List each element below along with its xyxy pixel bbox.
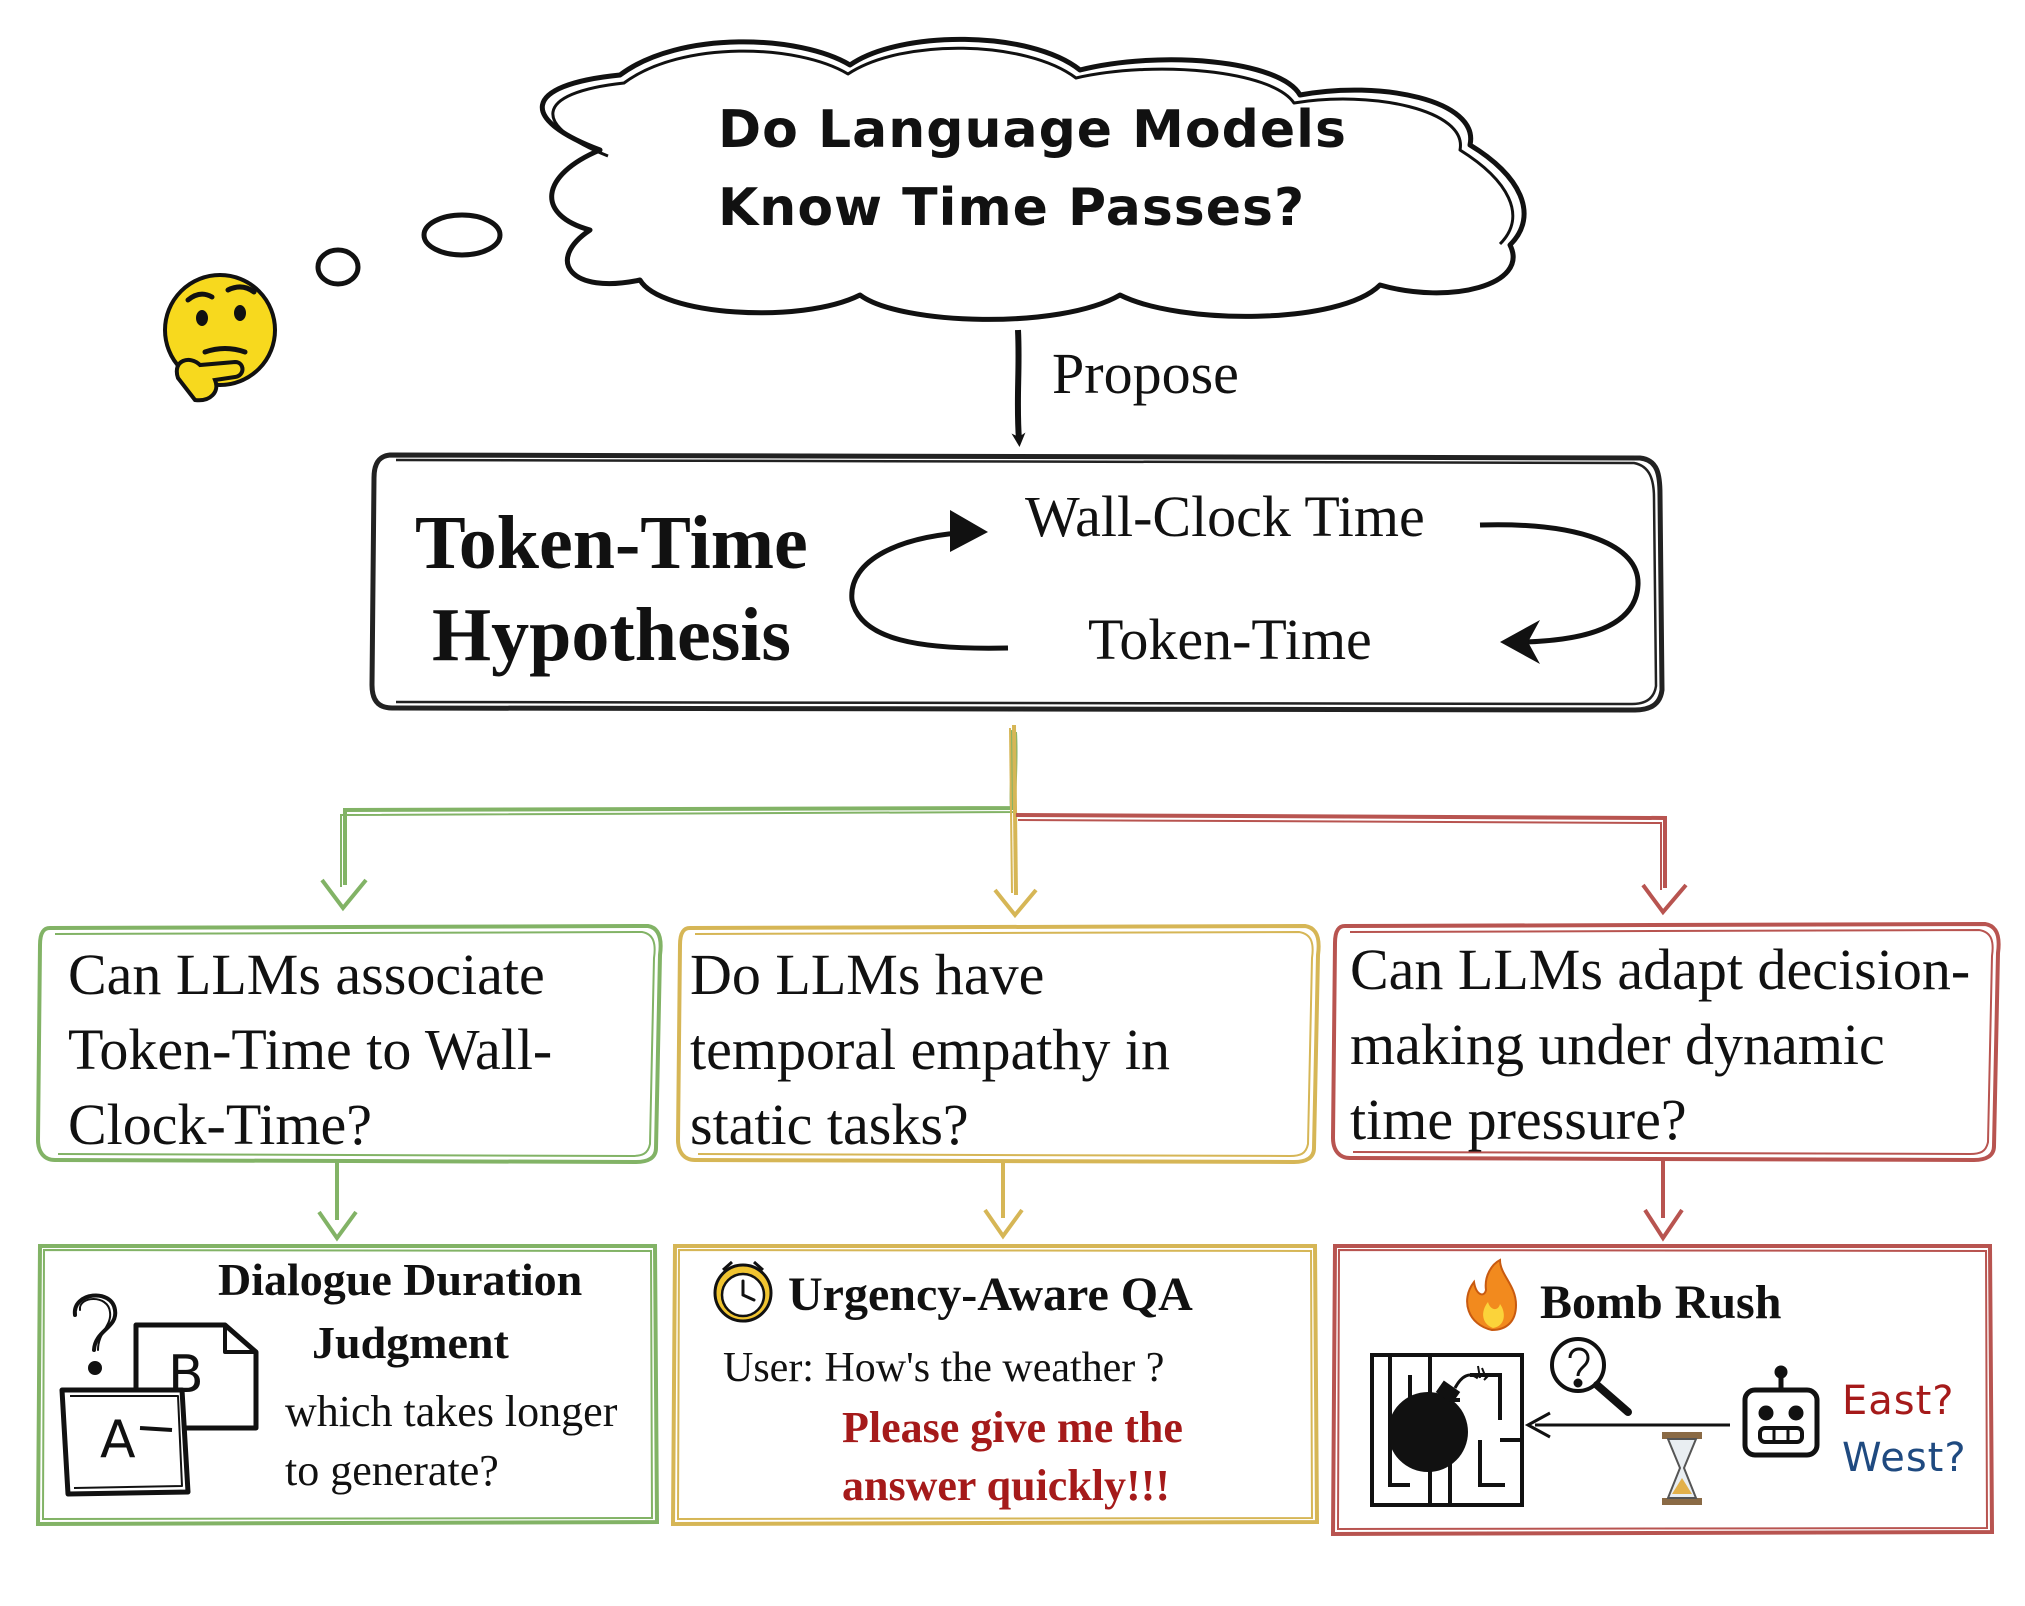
question-mark-icon	[72, 1293, 118, 1375]
question-1: Can LLMs associate Token-Time to Wall-Cl…	[68, 942, 553, 1157]
task-box-2	[670, 1244, 1320, 1527]
urgency-user-line: User: How's the weather ?	[723, 1345, 1165, 1391]
bomb-east-label: East?	[1842, 1378, 1955, 1424]
urgency-urgent-line2: answer quickly!!!	[842, 1461, 1170, 1510]
magnifier-question-icon	[1550, 1337, 1632, 1416]
thought-bubble	[539, 36, 1527, 322]
robot-to-maze-arrowhead	[1524, 1411, 1551, 1439]
question-2: Do LLMs have temporal empathy in static …	[690, 942, 1170, 1157]
cycle-arrowhead-down	[1500, 620, 1540, 664]
thought-dot-small	[315, 247, 361, 287]
document-card-icon	[59, 1322, 259, 1497]
maze-icon	[1370, 1353, 1524, 1507]
hourglass-icon	[1662, 1432, 1702, 1505]
bubble-line-1: Do Language Models	[718, 100, 1347, 160]
bomb-title: Bomb Rush	[1540, 1276, 1782, 1329]
question-box-3	[1331, 922, 2001, 1162]
dialogue-title-line1: Dialogue Duration	[218, 1254, 583, 1305]
dialogue-title-line2: Judgment	[312, 1317, 509, 1368]
connector-green	[320, 729, 1018, 912]
hypothesis-title-line1: Token-Time	[415, 501, 808, 585]
arrow-to-task-3	[1643, 1160, 1684, 1242]
question-3: Can LLMs adapt decision-making under dyn…	[1350, 937, 1971, 1152]
thought-dot-large	[421, 212, 503, 258]
cycle-arrow-up	[849, 529, 1009, 651]
urgency-title: Urgency-Aware QA	[788, 1268, 1193, 1321]
fire-icon	[1466, 1258, 1518, 1332]
hypothesis-box	[369, 452, 1665, 713]
card-b-label: B	[168, 1345, 205, 1405]
bomb-west-label: West?	[1842, 1435, 1967, 1481]
cycle-arrow-down	[1479, 522, 1641, 645]
task-box-1	[35, 1244, 660, 1527]
card-a-label: A	[100, 1410, 137, 1470]
card-arrow	[139, 1426, 173, 1432]
urgency-urgent-line1: Please give me the	[842, 1403, 1183, 1452]
propose-label: Propose	[1052, 341, 1239, 406]
bomb-icon	[1388, 1365, 1491, 1472]
task-box-3	[1330, 1244, 1995, 1537]
connector-red	[1015, 813, 1688, 916]
connector-yellow	[993, 724, 1038, 919]
arrow-to-task-2	[983, 1162, 1024, 1240]
cycle-arrowhead-up	[950, 510, 988, 552]
arrow-to-task-1	[317, 1162, 358, 1242]
bubble-line-2: Know Time Passes?	[718, 178, 1306, 238]
question-box-1	[36, 924, 663, 1164]
robot-icon	[1742, 1365, 1820, 1458]
hypothesis-title-line2: Hypothesis	[432, 593, 791, 677]
question-box-2	[676, 924, 1321, 1164]
stopwatch-icon	[713, 1260, 773, 1323]
thinking-face-icon	[163, 273, 277, 403]
cycle-bottom-label: Token-Time	[1088, 607, 1372, 672]
cycle-top-label: Wall-Clock Time	[1025, 484, 1425, 549]
propose-arrow	[1011, 329, 1026, 447]
dialogue-desc-line1: which takes longer	[285, 1387, 618, 1436]
dialogue-desc-line2: to generate?	[285, 1446, 499, 1495]
